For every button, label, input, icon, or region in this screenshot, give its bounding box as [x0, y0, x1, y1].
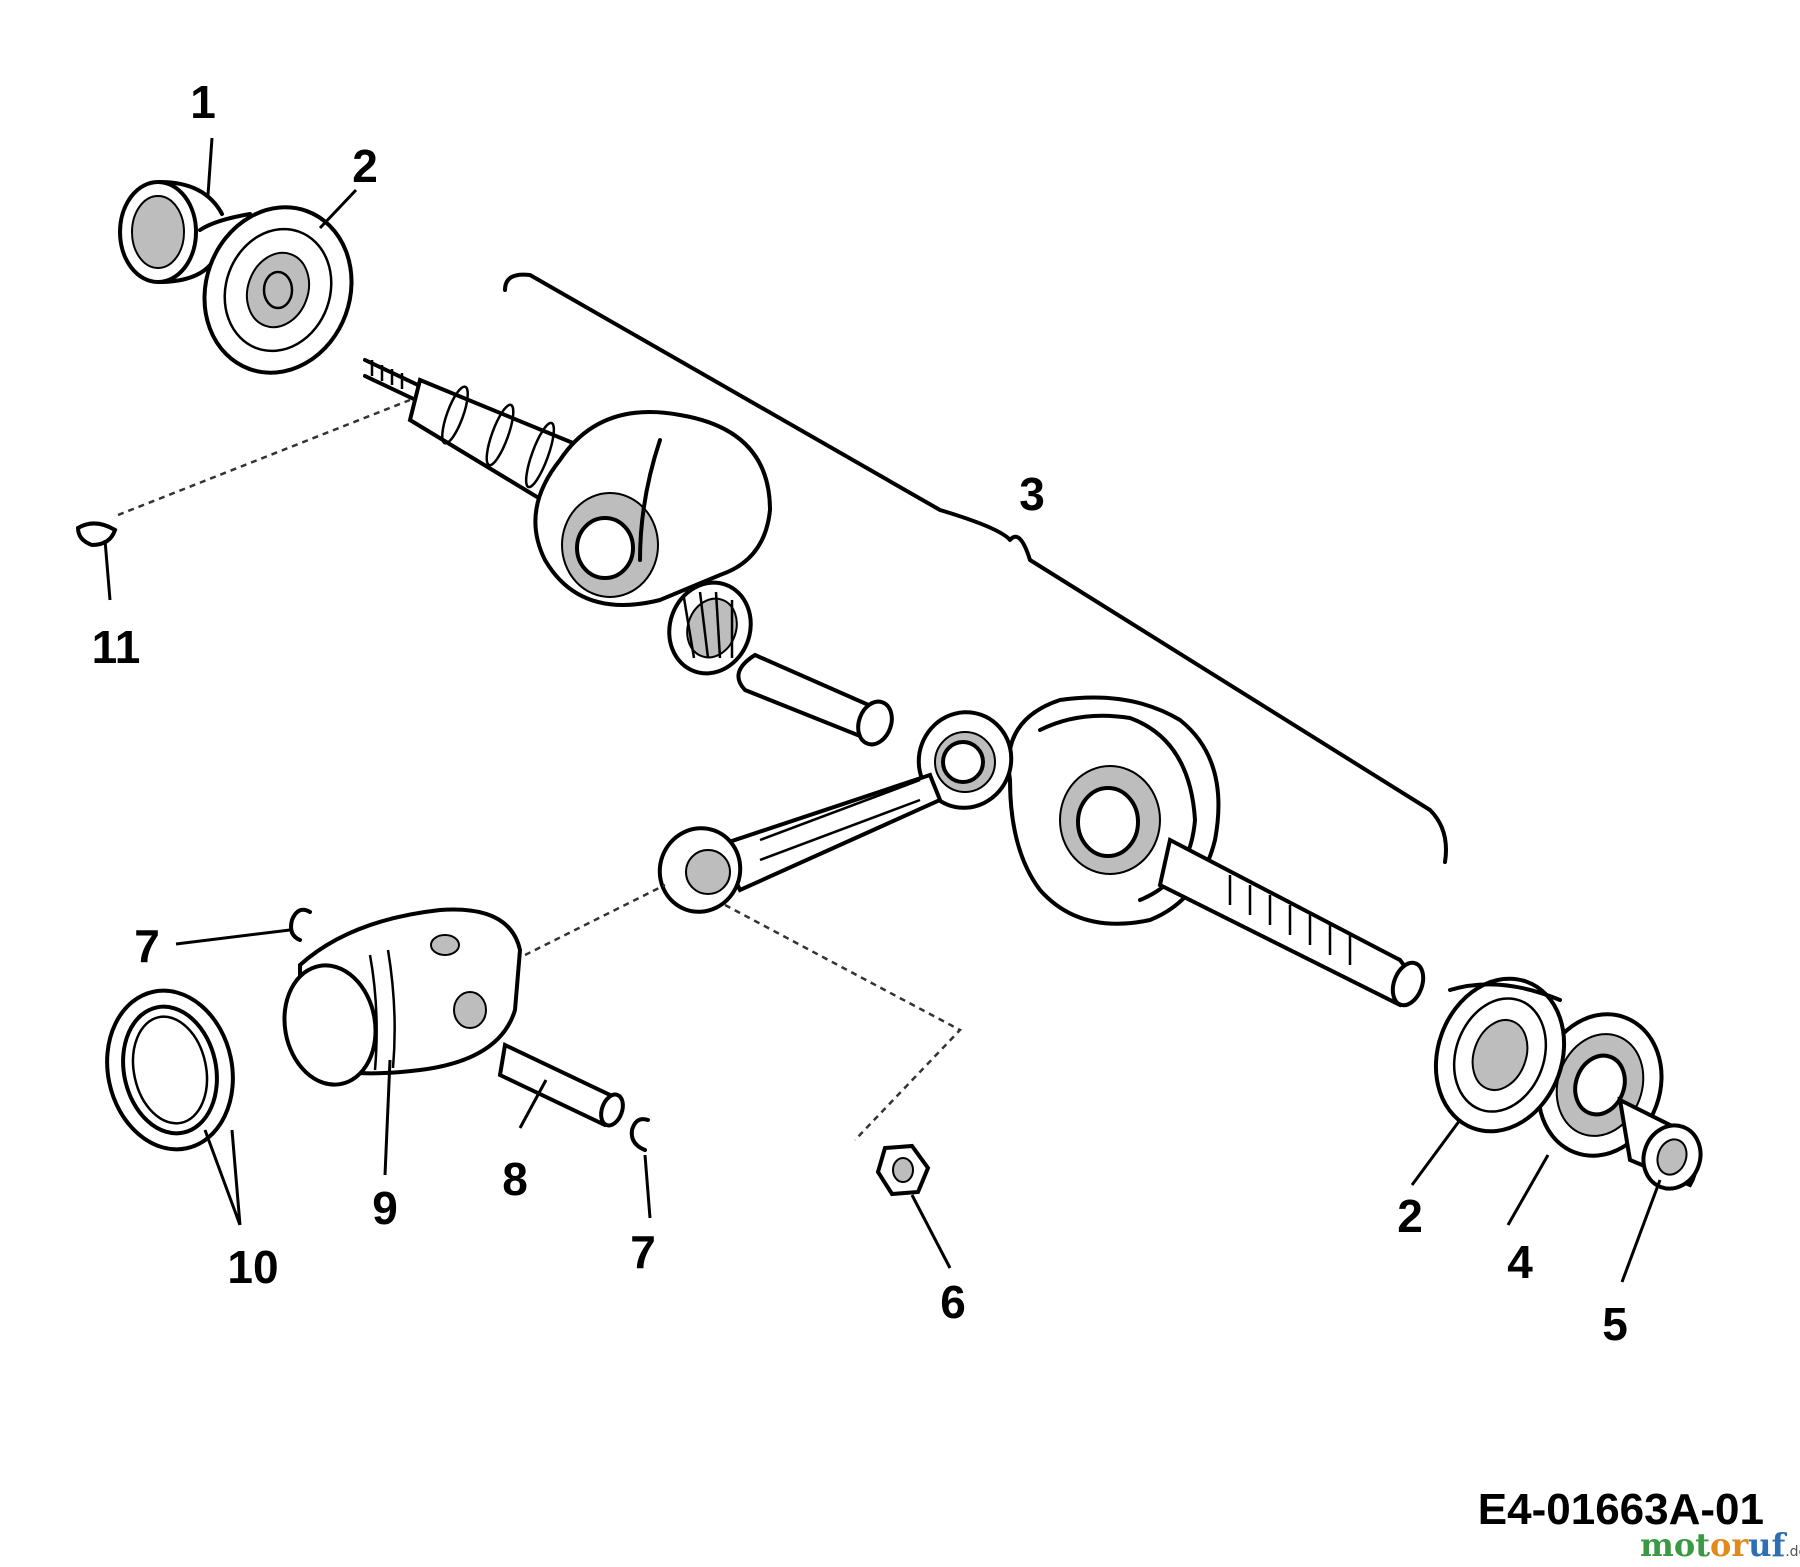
part-2-ball-bearing-right	[1433, 976, 1567, 1134]
part-7-circlip-left	[289, 907, 312, 942]
part-4-oil-seal	[1536, 1012, 1664, 1158]
callout-7-left: 7	[134, 920, 160, 972]
part-10-piston-rings	[105, 988, 235, 1152]
callout-3: 3	[1019, 468, 1045, 520]
part-5-bushing	[1617, 1096, 1703, 1191]
callout-2-right: 2	[1397, 1190, 1423, 1242]
callout-11: 11	[92, 621, 141, 673]
part-1-oil-seal	[118, 180, 224, 284]
leader-lines	[103, 137, 1662, 1283]
watermark-logo: motoruf.de	[1640, 1526, 1800, 1564]
connecting-rod	[657, 710, 1014, 914]
part-3-crankshaft-assembly	[363, 272, 1448, 1008]
callout-1: 1	[190, 76, 216, 128]
callout-labels: 1 2 3 11 7 10 9 8 7 6 2 4 5	[92, 76, 1628, 1350]
callout-10: 10	[227, 1241, 278, 1293]
part-8-piston-pin	[497, 1042, 625, 1128]
part-11-woodruff-key	[75, 521, 118, 548]
drawing-code: E4-01663A-01	[1478, 1485, 1764, 1534]
assembly-lines	[117, 398, 963, 1141]
callout-6: 6	[940, 1276, 966, 1328]
part-9-piston	[282, 907, 523, 1087]
callout-5: 5	[1602, 1298, 1628, 1350]
callout-8: 8	[502, 1153, 528, 1205]
part-7-circlip-right	[629, 1117, 650, 1152]
part-2-ball-bearing-top	[198, 205, 354, 375]
callout-4: 4	[1507, 1236, 1533, 1288]
callout-7-right: 7	[630, 1226, 656, 1278]
part-6-nut	[875, 1143, 931, 1197]
callout-2-top: 2	[352, 140, 378, 192]
callout-9: 9	[372, 1182, 398, 1234]
svg-text:motoruf.de: motoruf.de	[1640, 1526, 1800, 1564]
